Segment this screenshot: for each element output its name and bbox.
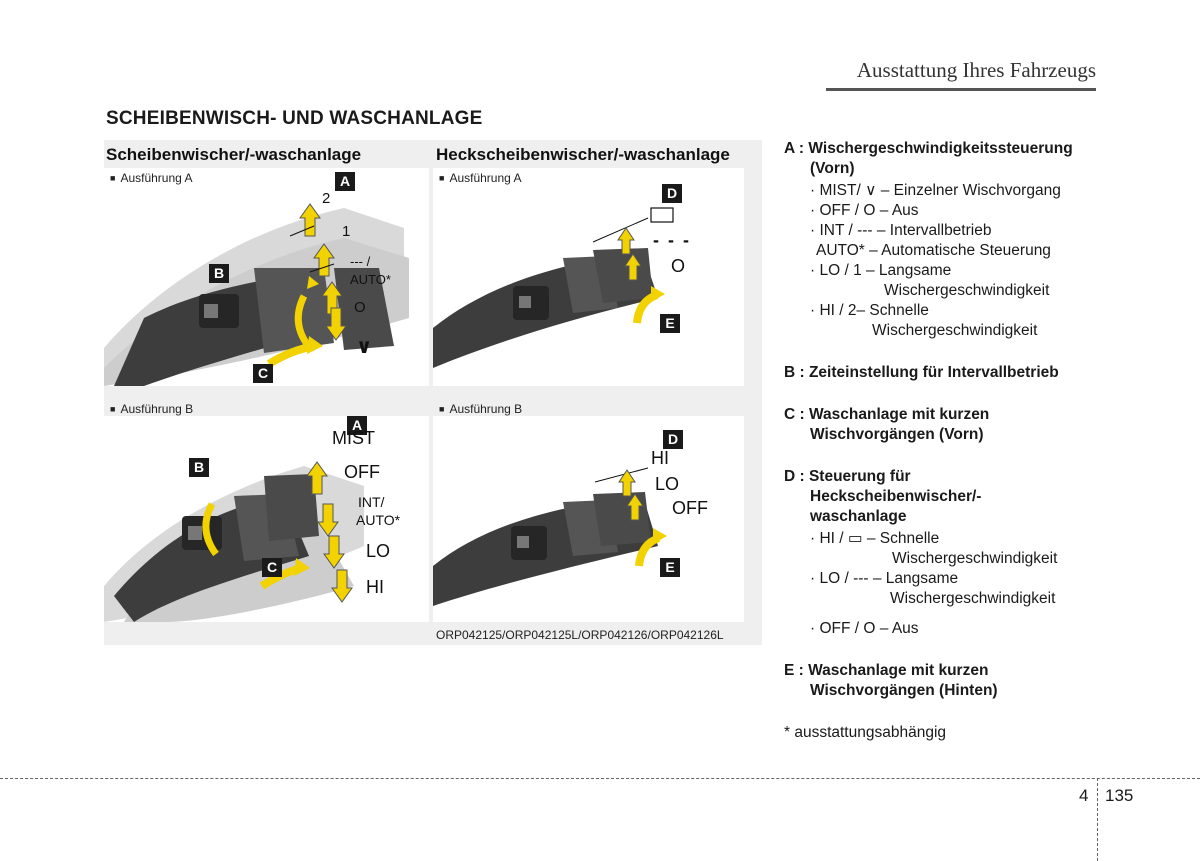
label-rear-off: O (671, 256, 686, 276)
legend-e-2: Wischvorgängen (Hinten) (810, 682, 998, 699)
badge-a-b: A (347, 416, 367, 435)
footer-page-divider (1097, 778, 1098, 861)
label-off-rear-b: OFF (672, 498, 708, 518)
label-auto: AUTO* (350, 272, 391, 287)
label-int-b: INT/ (358, 494, 385, 510)
legend-d-3: waschanlage (810, 508, 907, 525)
label-off-b: OFF (344, 462, 380, 482)
badge-d: D (662, 184, 682, 203)
front-stalk-b-illustration (104, 461, 364, 622)
label-hi-b: HI (366, 577, 384, 597)
label-lo-rear-b: LO (655, 474, 680, 494)
label-lo-b: LO (366, 541, 391, 561)
legend-a-int: · INT / --- – Intervallbetrieb (810, 222, 992, 239)
legend-d-off: · OFF / O – Aus (810, 620, 919, 637)
legend-d-hi-2: Wischergeschwindigkeit (892, 550, 1058, 567)
footnote: * ausstattungsabhängig (784, 724, 947, 741)
rear-stalk-b-illustration (433, 467, 667, 606)
front-wiper-title: Scheibenwischer/-waschanlage (106, 145, 362, 164)
badge-e-b: E (660, 558, 680, 577)
legend-b: B : Zeiteinstellung für Intervallbetrieb (784, 364, 1059, 381)
note-version-a-rear: Ausführung A (439, 171, 521, 185)
badge-b-b: B (189, 458, 209, 477)
legend-a-auto: AUTO* – Automatische Steuerung (816, 242, 1051, 259)
legend-e: E : Waschanlage mit kurzen (784, 662, 989, 679)
front-stalk-a-illustration (104, 203, 409, 386)
badge-c: C (253, 364, 273, 383)
legend-a-title-2: (Vorn) (810, 160, 855, 177)
header-rule (826, 88, 1096, 91)
section-number: 4 (1079, 786, 1089, 805)
label-mist: ∨ (356, 336, 373, 358)
legend-d: D : Steuerung für (784, 468, 911, 485)
legend-a-lo: · LO / 1 – Langsame (810, 262, 952, 279)
badge-c-b: C (262, 558, 282, 577)
legend-d-hi: · HI / ▭ – Schnelle (810, 530, 940, 547)
legend-d-2: Heckscheibenwischer/- (810, 488, 982, 505)
label-hi-rear-b: HI (651, 448, 669, 468)
page-number: 135 (1105, 786, 1134, 805)
badge-d-b: D (663, 430, 683, 449)
label-auto-b: AUTO* (356, 512, 401, 528)
panel-rear-version-a: D E - - - O (433, 168, 744, 386)
legend-d-lo: · LO / --- – Langsame (810, 570, 959, 587)
note-version-b-front: Ausführung B (110, 402, 193, 416)
panel-rear-version-b: D E HI LO OFF (433, 416, 744, 622)
label-mist-b: MIST (332, 428, 375, 448)
label-rear-int: - - - (653, 230, 691, 250)
legend-a-title: A : Wischergeschwindigkeitssteuerung (784, 140, 1073, 157)
badge-e: E (660, 314, 680, 333)
footer-divider (0, 778, 1200, 779)
legend-a-mist: · MIST/ ∨ – Einzelner Wischvorgang (810, 182, 1061, 199)
wiper-figure: Scheibenwischer/-waschanlage Heckscheibe… (104, 140, 762, 645)
label-speed-1: 1 (342, 223, 351, 240)
legend-a-off: · OFF / O – Aus (810, 202, 919, 219)
label-int: --- / (350, 254, 371, 269)
figure-code: ORP042125/ORP042125L/ORP042126/ORP042126… (436, 628, 724, 642)
legend-d-lo-2: Wischergeschwindigkeit (890, 590, 1056, 607)
section-title: SCHEIBENWISCH- UND WASCHANLAGE (106, 108, 483, 129)
legend-a-lo-2: Wischergeschwindigkeit (884, 282, 1050, 299)
label-off: O (354, 299, 366, 316)
legend-a-hi: · HI / 2– Schnelle (810, 302, 929, 319)
badge-a: A (335, 172, 355, 191)
note-version-b-rear: Ausführung B (439, 402, 522, 416)
rear-wiper-title: Heckscheibenwischer/-waschanlage (436, 145, 730, 164)
panel-front-version-a: A B C 2 1 --- / AUTO* O ∨ (104, 168, 429, 386)
legend-c-2: Wischvorgängen (Vorn) (810, 426, 984, 443)
chapter-title: Ausstattung Ihres Fahrzeugs (856, 58, 1096, 82)
note-version-a-front: Ausführung A (110, 171, 192, 185)
legend-c: C : Waschanlage mit kurzen (784, 406, 990, 423)
badge-b: B (209, 264, 229, 283)
rear-stalk-a-illustration (433, 207, 674, 368)
legend: A : Wischergeschwindigkeitssteuerung (Vo… (784, 139, 1114, 743)
panel-front-version-b: A B C MIST OFF INT/ AUTO* LO HI (104, 416, 429, 622)
legend-a-hi-2: Wischergeschwindigkeit (872, 322, 1038, 339)
label-speed-2: 2 (322, 190, 331, 207)
